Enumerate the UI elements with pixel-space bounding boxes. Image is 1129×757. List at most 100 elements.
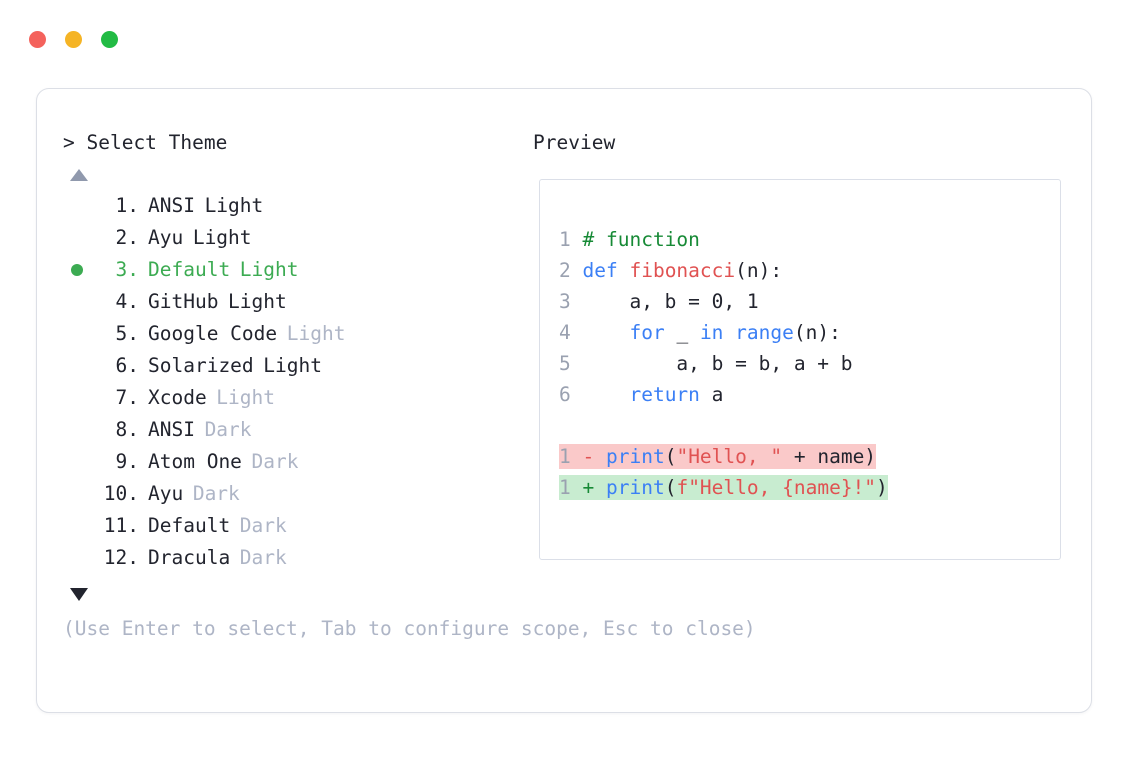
code-line-number: 3 <box>559 290 571 313</box>
theme-list-item[interactable]: 11. Default Dark <box>63 510 533 542</box>
code-token: print <box>606 476 665 499</box>
selection-bullet-cell <box>63 350 93 382</box>
code-blank-line <box>540 410 1060 441</box>
code-line: 1 # function <box>540 224 1060 255</box>
maximize-window-button[interactable] <box>101 31 118 48</box>
close-window-button[interactable] <box>29 31 46 48</box>
code-token: (n): <box>793 321 841 344</box>
theme-list-item[interactable]: 9. Atom One Dark <box>63 446 533 478</box>
theme-item-name: Default <box>148 258 231 281</box>
prompt-heading: > Select Theme <box>63 131 228 154</box>
theme-item-number: 6. <box>115 354 139 377</box>
theme-item-number: 11. <box>103 514 139 537</box>
code-token: in range <box>699 321 794 344</box>
theme-item-number: 5. <box>115 322 139 345</box>
code-token: # function <box>582 228 700 251</box>
code-line-number: 6 <box>559 383 571 406</box>
theme-item-variant: Light <box>286 322 346 345</box>
selection-bullet-cell <box>63 286 93 318</box>
code-token: _ <box>664 321 700 344</box>
code-diff-line-add: 1 + print(f"Hello, {name}!") <box>540 472 1060 503</box>
theme-item-name: ANSI <box>148 194 195 217</box>
code-line: 4 for _ in range(n): <box>540 317 1060 348</box>
theme-item-variant: Light <box>192 226 252 249</box>
scroll-up-arrow-icon[interactable] <box>70 169 88 181</box>
theme-item-name: Ayu <box>148 482 184 505</box>
window-controls <box>29 31 118 48</box>
selection-bullet-cell <box>63 190 93 222</box>
theme-item-variant: Light <box>263 354 322 377</box>
code-token: a <box>699 383 724 406</box>
theme-item-variant: Light <box>239 258 299 281</box>
theme-item-name: Atom One <box>148 450 242 473</box>
code-token: a, b = b, a + b <box>582 352 853 375</box>
code-line-number: 1 <box>559 228 571 251</box>
theme-item-name: Dracula <box>148 546 231 569</box>
selected-bullet-icon <box>71 264 83 276</box>
selection-bullet-cell <box>63 318 93 350</box>
theme-list-item[interactable]: 8. ANSI Dark <box>63 414 533 446</box>
theme-item-number: 12. <box>103 546 139 569</box>
selection-bullet-cell <box>63 510 93 542</box>
code-token: "Hello, " <box>676 445 783 468</box>
code-token: def <box>582 259 630 282</box>
theme-item-number: 8. <box>115 418 139 441</box>
scroll-down-arrow-icon[interactable] <box>70 588 88 601</box>
code-line-number: 5 <box>559 352 571 375</box>
theme-item-name: ANSI <box>148 418 195 441</box>
code-token: ( <box>664 476 677 499</box>
code-line: 3 a, b = 0, 1 <box>540 286 1060 317</box>
theme-item-number: 10. <box>103 482 139 505</box>
code-token: for <box>629 321 665 344</box>
theme-item-number: 4. <box>115 290 139 313</box>
theme-list-item[interactable]: 7. Xcode Light <box>63 382 533 414</box>
theme-item-variant: Light <box>216 386 275 409</box>
theme-item-variant: Dark <box>239 514 287 537</box>
theme-item-variant: Dark <box>239 546 287 569</box>
theme-item-name: Solarized <box>148 354 254 377</box>
preview-heading: Preview <box>533 131 616 154</box>
theme-item-number: 2. <box>115 226 139 249</box>
theme-item-variant: Dark <box>204 418 252 441</box>
code-token: a, b = 0, 1 <box>582 290 759 313</box>
selection-bullet-cell <box>63 542 93 574</box>
code-token: fibonacci <box>629 259 736 282</box>
theme-item-number: 7. <box>115 386 139 409</box>
theme-list-item[interactable]: 6. Solarized Light <box>63 350 533 382</box>
code-token: + name) <box>782 445 877 468</box>
theme-item-variant: Dark <box>251 450 299 473</box>
keyboard-hint: (Use Enter to select, Tab to configure s… <box>63 617 756 640</box>
theme-item-name: Default <box>148 514 231 537</box>
theme-list-item[interactable]: 10. Ayu Dark <box>63 478 533 510</box>
selection-bullet-cell <box>63 446 93 478</box>
theme-item-variant: Dark <box>192 482 240 505</box>
minimize-window-button[interactable] <box>65 31 82 48</box>
selection-bullet-cell <box>63 414 93 446</box>
theme-list-item[interactable]: 12. Dracula Dark <box>63 542 533 574</box>
code-token: ( <box>664 445 677 468</box>
code-token <box>583 321 630 344</box>
selection-bullet-cell <box>63 478 93 510</box>
code-token: ) <box>876 476 888 499</box>
code-diff-line-del: 1 - print("Hello, " + name) <box>540 441 1060 472</box>
theme-item-name: Xcode <box>148 386 207 409</box>
code-line-number: 2 <box>559 259 571 282</box>
code-token: f"Hello, {name}!" <box>676 476 877 499</box>
theme-item-number: 9. <box>115 450 139 473</box>
diff-marker-minus: - <box>582 445 595 468</box>
selection-bullet-cell <box>63 222 93 254</box>
selection-bullet-cell <box>63 382 93 414</box>
code-line: 5 a, b = b, a + b <box>540 348 1060 379</box>
theme-item-number: 1. <box>115 194 139 217</box>
code-token: print <box>606 445 665 468</box>
theme-item-variant: Light <box>228 290 287 313</box>
code-token <box>583 383 630 406</box>
